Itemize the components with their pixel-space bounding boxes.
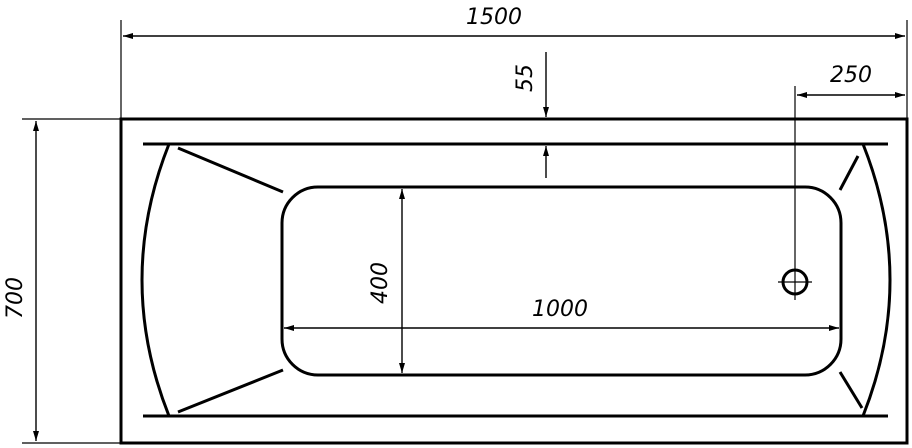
dimension-label-700: 700	[3, 277, 28, 319]
left-end-curve	[140, 143, 171, 417]
armrest-line-top-left	[177, 146, 284, 194]
armrest-line-bottom-right	[838, 371, 864, 409]
right-end-curve	[861, 143, 892, 417]
dimension-label-55: 55	[513, 64, 538, 92]
armrest-line-bottom-left	[177, 368, 284, 414]
basin-outline	[280, 185, 843, 377]
dimension-label-250: 250	[830, 63, 872, 88]
tub-outline	[119, 117, 909, 445]
dimension-label-1500: 1500	[466, 5, 522, 30]
dimension-label-1000: 1000	[532, 297, 588, 322]
armrest-line-top-right	[838, 155, 860, 191]
dimension-label-400: 400	[368, 262, 393, 304]
